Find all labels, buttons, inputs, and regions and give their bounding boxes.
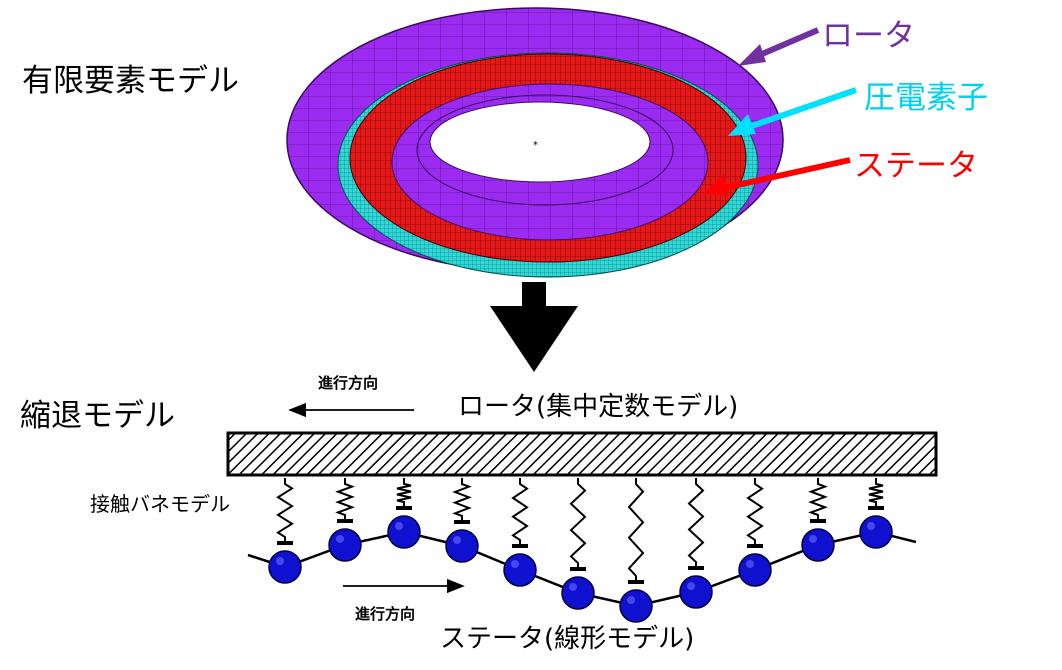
fem-ring-model: * bbox=[286, 7, 784, 278]
piezo-label: 圧電素子 bbox=[864, 80, 988, 116]
stator-node-highlight bbox=[395, 522, 403, 530]
stator-node-highlight bbox=[627, 596, 635, 604]
stator-node-highlight bbox=[276, 557, 284, 565]
stator-node bbox=[738, 553, 772, 587]
contact-springs bbox=[276, 478, 884, 584]
stator-chain bbox=[247, 515, 917, 623]
rotor-bar bbox=[226, 431, 938, 477]
piezo-arrow-head bbox=[728, 114, 756, 136]
stator-node bbox=[859, 515, 893, 549]
callout-arrows bbox=[703, 27, 857, 196]
reduced-model-title: 縮退モデル bbox=[20, 398, 175, 434]
spring bbox=[569, 478, 587, 571]
rotor-label: ロータ bbox=[822, 18, 915, 54]
stator-node-highlight bbox=[746, 560, 754, 568]
ring-hole bbox=[429, 101, 651, 183]
stator-node-highlight bbox=[867, 522, 875, 530]
spring bbox=[452, 478, 472, 524]
stator-node-highlight bbox=[336, 535, 344, 543]
stator-node bbox=[503, 553, 537, 587]
travel-direction-bottom-label: 進行方向 bbox=[355, 605, 416, 623]
stator-node-highlight bbox=[569, 583, 577, 591]
stator-node bbox=[679, 575, 713, 609]
stator-node-highlight bbox=[511, 560, 519, 568]
stator-node-highlight bbox=[809, 535, 817, 543]
stator-arrow bbox=[714, 157, 851, 193]
stator-node-highlight bbox=[453, 536, 461, 544]
reduction-arrow bbox=[490, 282, 578, 372]
stator-node bbox=[268, 550, 302, 584]
stator-label: ステータ bbox=[854, 148, 978, 184]
fem-model-title: 有限要素モデル bbox=[22, 63, 239, 99]
spring bbox=[396, 478, 412, 510]
rotor-lumped-label: ロータ(集中定数モデル) bbox=[458, 392, 739, 422]
contact-spring-label: 接触バネモデル bbox=[90, 492, 230, 516]
stator-arrow-head bbox=[703, 174, 728, 196]
stator-node bbox=[445, 529, 479, 563]
stator-linear-label: ステータ(線形モデル) bbox=[440, 624, 695, 654]
stator-node-highlight bbox=[687, 582, 695, 590]
spring bbox=[746, 478, 764, 548]
rotor-arrow-head bbox=[738, 44, 766, 66]
stator-node bbox=[387, 515, 421, 549]
spring bbox=[276, 478, 294, 545]
spring bbox=[808, 478, 828, 523]
spring bbox=[511, 478, 529, 548]
travel-direction-top-label: 進行方向 bbox=[318, 374, 379, 392]
stator-node bbox=[801, 528, 835, 562]
spring bbox=[335, 478, 355, 523]
svg-text:*: * bbox=[533, 140, 538, 151]
piezo-arrow bbox=[739, 87, 857, 133]
stator-node bbox=[561, 576, 595, 610]
stator-node bbox=[328, 528, 362, 562]
spring bbox=[627, 478, 645, 584]
spring bbox=[687, 478, 705, 570]
spring bbox=[868, 478, 884, 510]
